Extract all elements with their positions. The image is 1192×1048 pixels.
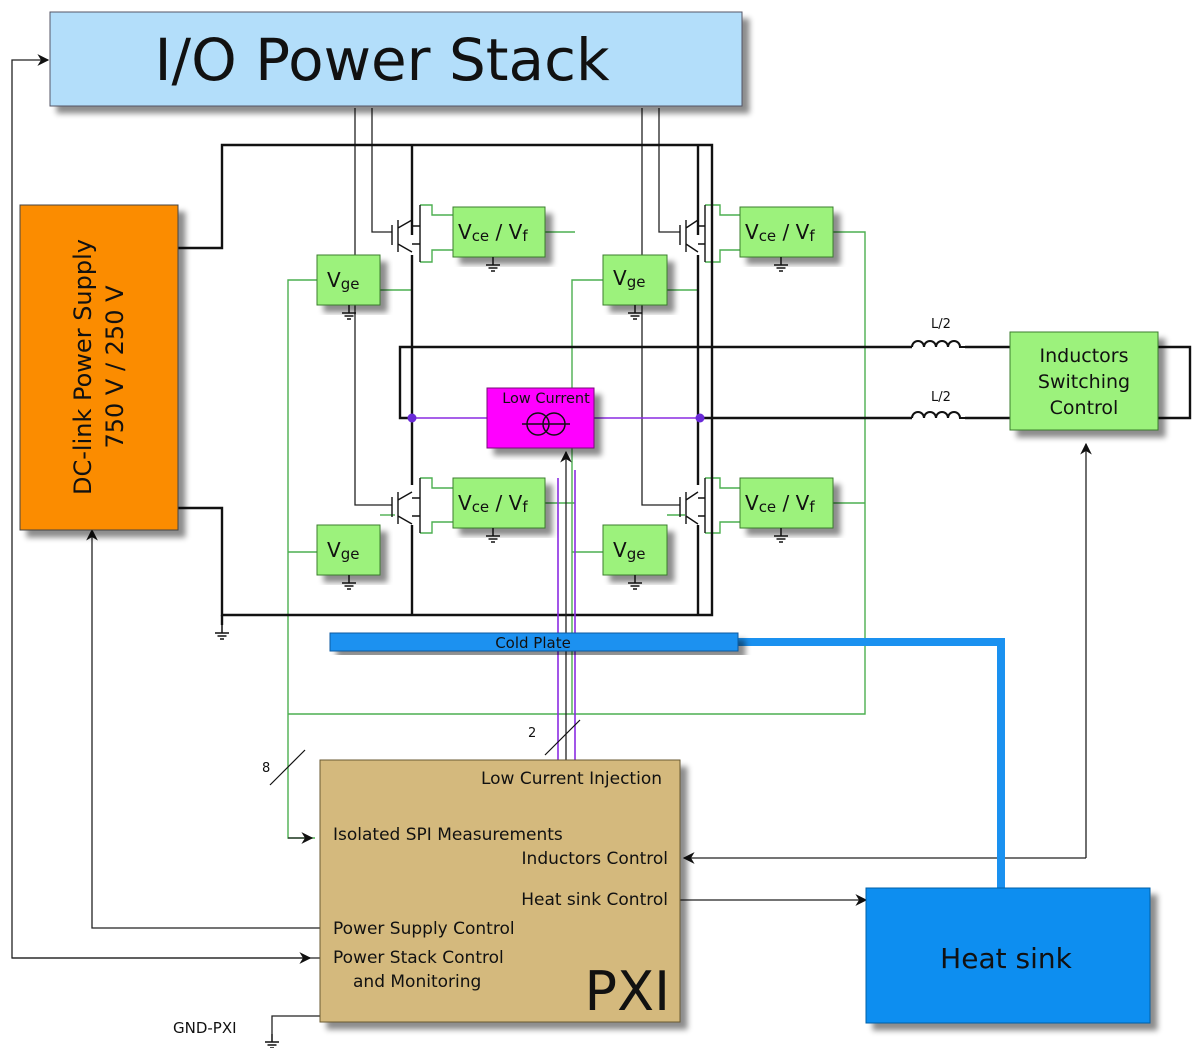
inductors-switching-control-box xyxy=(1009,331,1159,431)
vge-module-top-right: Vge xyxy=(602,254,668,306)
pxi-and-monitoring: and Monitoring xyxy=(353,972,481,992)
pxi-title: PXI xyxy=(585,960,670,1023)
node-dot-right xyxy=(695,413,705,423)
power-bus-wires xyxy=(178,143,1192,625)
inductors-switching-line2: Switching xyxy=(1038,371,1130,393)
dc-link-supply-line1: DC-link Power Supply xyxy=(69,239,97,495)
pxi-inductors-control: Inductors Control xyxy=(522,849,668,869)
node-dot-left xyxy=(407,413,417,423)
svg-text:Vce / Vf: Vce / Vf xyxy=(458,491,528,516)
inductor-coil-icon xyxy=(911,340,966,419)
dc-link-supply-line2: 750 V / 250 V xyxy=(101,285,129,449)
io-power-stack-box xyxy=(49,11,743,107)
gate-drive-wires xyxy=(354,108,680,506)
svg-text:Vce / Vf: Vce / Vf xyxy=(745,491,815,516)
low-current-wires xyxy=(412,417,698,760)
pxi-box xyxy=(319,759,681,1023)
heat-sink-label: Heat sink xyxy=(940,942,1072,975)
inductors-switching-line3: Control xyxy=(1050,397,1119,419)
pxi-low-current-injection: Low Current Injection xyxy=(481,769,662,789)
inductor-top-label: L/2 xyxy=(931,317,951,332)
dc-link-supply-box xyxy=(19,204,179,531)
vge-module-top-left: Vge xyxy=(316,254,381,306)
pxi-power-stack-control: Power Stack Control xyxy=(333,948,504,968)
vce-vf-module-bottom-right: Vce / Vf xyxy=(739,477,834,529)
svg-text:Vge: Vge xyxy=(327,538,359,563)
vce-vf-module-top-left: Vce / Vf xyxy=(452,206,546,258)
inductor-bottom-label: L/2 xyxy=(931,390,951,405)
injection-bus-width: 2 xyxy=(528,726,536,741)
cold-plate-bar xyxy=(329,632,739,652)
vce-vf-module-bottom-left: Vce / Vf xyxy=(452,477,546,529)
vge-module-bottom-left: Vge xyxy=(316,524,381,576)
igbt-transistors xyxy=(391,205,706,533)
cold-plate-label: Cold Plate xyxy=(495,634,571,652)
vce-vf-module-top-right: Vce / Vf xyxy=(739,206,834,258)
inductors-switching-line1: Inductors xyxy=(1040,345,1129,367)
pxi-power-supply-control: Power Supply Control xyxy=(333,919,515,939)
svg-text:Vge: Vge xyxy=(327,268,359,293)
spi-bus-width: 8 xyxy=(262,761,270,776)
low-current-source-label: Low Current xyxy=(502,391,590,407)
control-arrows xyxy=(11,54,1092,1034)
current-source-icon xyxy=(522,412,570,436)
svg-text:Vge: Vge xyxy=(613,266,645,291)
heat-sink-box xyxy=(865,887,1151,1024)
gnd-pxi-label: GND-PXI xyxy=(173,1019,237,1037)
pxi-heat-sink-control: Heat sink Control xyxy=(521,890,668,910)
svg-text:Vce / Vf: Vce / Vf xyxy=(458,220,528,245)
io-power-stack-title: I/O Power Stack xyxy=(154,26,610,94)
svg-text:Vce / Vf: Vce / Vf xyxy=(745,220,815,245)
coolant-pipe xyxy=(738,638,1005,888)
spi-bus-slash xyxy=(269,749,306,786)
low-current-source-box xyxy=(486,387,595,449)
pxi-isolated-spi: Isolated SPI Measurements xyxy=(333,825,563,845)
injection-bus-slash xyxy=(544,719,581,756)
svg-text:Vge: Vge xyxy=(613,538,645,563)
vge-module-bottom-right: Vge xyxy=(602,524,668,576)
